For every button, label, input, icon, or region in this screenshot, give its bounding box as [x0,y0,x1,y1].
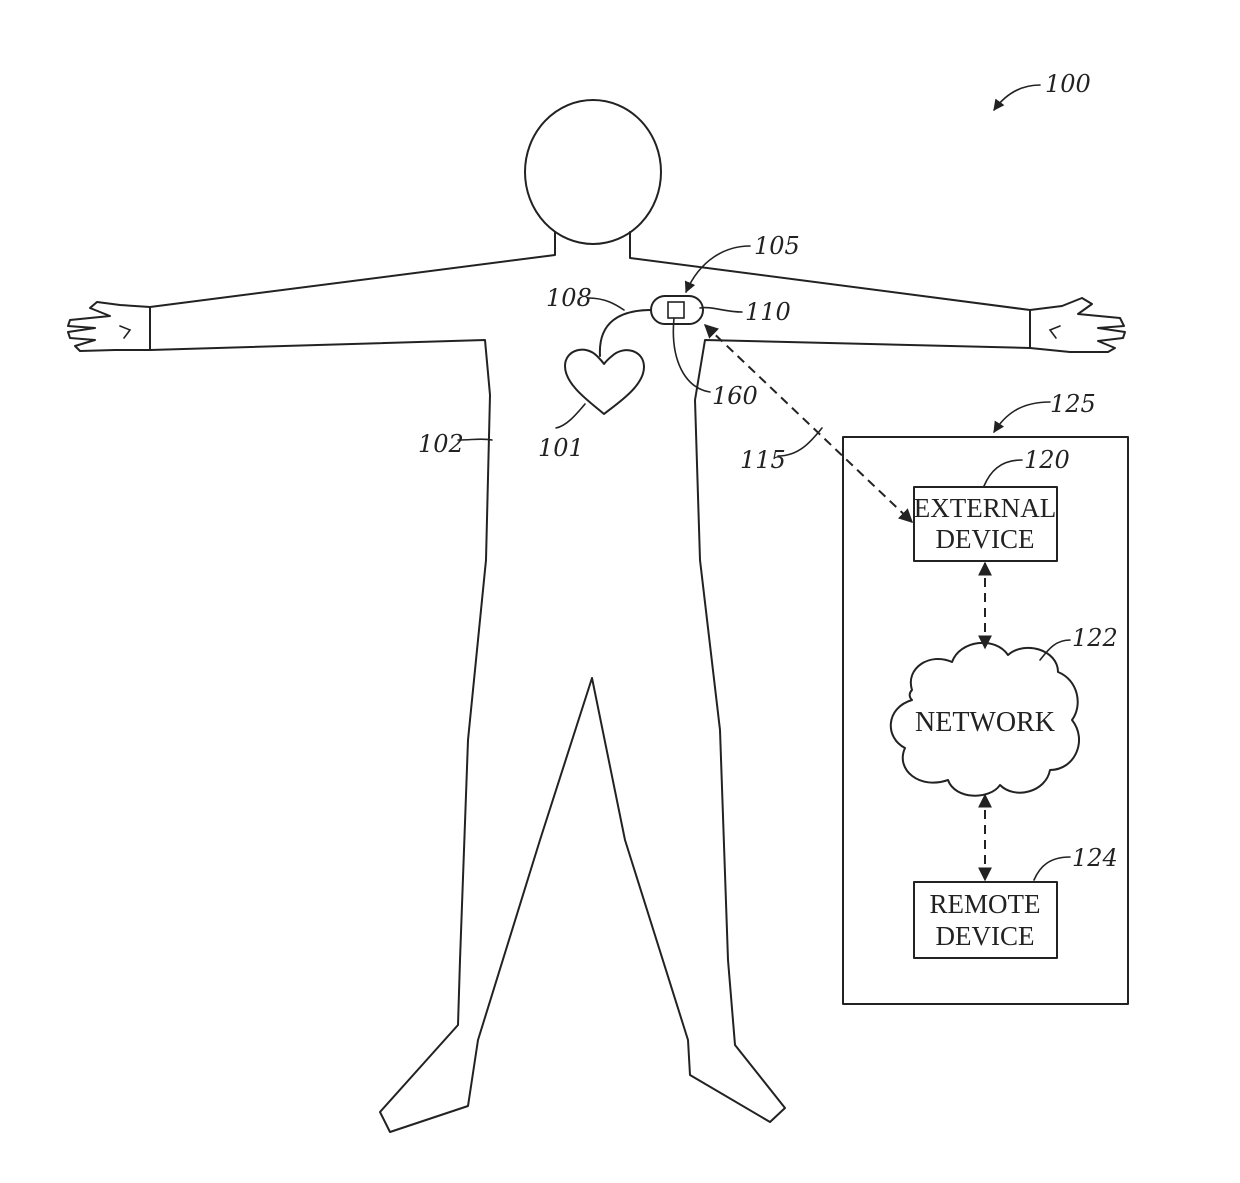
left-hand [68,302,150,351]
leader-101 [556,404,585,428]
ref-124: 124 [1072,844,1118,872]
leader-lines [458,85,1070,880]
external-device-line1: EXTERNAL [914,493,1056,523]
leader-100 [994,85,1040,110]
ref-105: 105 [754,232,800,260]
leader-120 [984,460,1022,486]
ref-102: 102 [418,430,464,458]
leader-124 [1034,857,1070,880]
ref-115: 115 [740,446,786,474]
leader-110 [700,308,742,312]
lead-wire [600,310,651,356]
body-outline [68,100,1125,1132]
ref-101: 101 [538,434,584,462]
ref-125: 125 [1050,390,1096,418]
ref-108: 108 [546,284,592,312]
ref-110: 110 [745,298,791,326]
leader-160 [673,318,710,392]
ref-160: 160 [712,382,758,410]
remote-device-line2: DEVICE [936,921,1035,951]
leader-108 [588,298,624,310]
telemetry-link [705,325,912,522]
implantable-device [651,296,703,324]
right-hand [1030,298,1125,352]
torso-and-legs [150,232,1030,1132]
remote-device-line1: REMOTE [930,889,1041,919]
ref-100: 100 [1045,70,1091,98]
external-device-line2: DEVICE [936,524,1035,554]
leader-125 [994,402,1050,432]
right-thumb [1050,326,1060,338]
network-label: NETWORK [915,707,1055,738]
device-component [668,302,684,318]
heart-icon [565,350,644,414]
head [525,100,661,244]
left-thumb [120,326,130,338]
ref-122: 122 [1072,624,1118,652]
leader-122 [1040,640,1070,660]
ref-120: 120 [1024,446,1070,474]
